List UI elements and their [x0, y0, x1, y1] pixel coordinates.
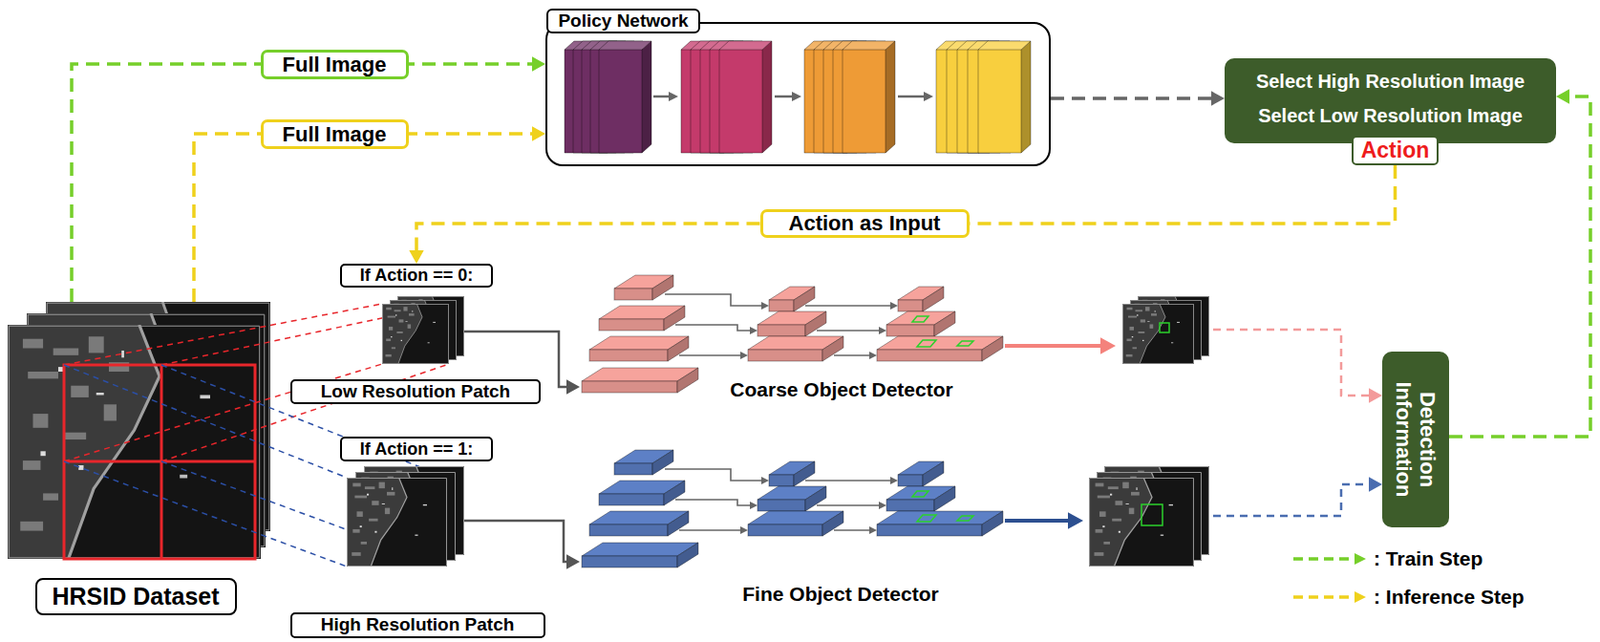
dataset-image-stack [7, 301, 271, 559]
policy-network: Policy Network [545, 21, 1051, 167]
connector-line [1213, 329, 1373, 396]
connector [1004, 476, 1383, 530]
legend-sample [1291, 584, 1368, 610]
node-text: If Action == 1: [349, 438, 484, 460]
connector-line [540, 331, 571, 387]
connector [193, 126, 546, 302]
arrow-head [1067, 512, 1084, 530]
dataset: HRSID Dataset [7, 301, 261, 616]
arrow-head [1100, 337, 1116, 355]
connector [408, 165, 1395, 264]
patch-feed-lines [464, 331, 546, 521]
arrow-head [1556, 88, 1570, 104]
connector-line [71, 64, 536, 302]
condition-box: If Action == 1: [340, 436, 493, 462]
action-box: Action [1351, 135, 1440, 166]
connector [540, 331, 580, 395]
arrow-head [1368, 476, 1383, 491]
coarse-detector: Coarse Object Detector [579, 262, 1005, 404]
node-text: Detection Information [1391, 357, 1441, 522]
node-text: Low Resolution Patch [290, 379, 541, 405]
edge-label: Full Image [260, 119, 409, 150]
edge-label: Action as Input [760, 209, 970, 238]
node-text: Coarse Object Detector [720, 377, 962, 402]
arrow-head [532, 126, 546, 141]
connector [545, 520, 580, 570]
connector-line [1004, 518, 1073, 523]
node-text: Select High Resolution Image [1256, 64, 1525, 99]
node-heading: Policy Network [546, 8, 700, 34]
connector-line [1449, 96, 1591, 437]
policy-layers [564, 41, 1031, 153]
coarse-output-images [1122, 296, 1210, 364]
legend-line [1293, 556, 1357, 561]
fine-output-images [1088, 466, 1210, 567]
legend-line [1293, 595, 1357, 599]
connector-line [1213, 484, 1373, 516]
node-text: High Resolution Patch [290, 612, 546, 639]
connector [1050, 90, 1225, 106]
connector-line [1004, 343, 1106, 348]
action-select-box: Select High Resolution ImageSelect Low R… [1224, 58, 1557, 144]
high-res-patch: High Resolution Patch [290, 466, 546, 639]
connector-line [416, 165, 1396, 255]
node-text: Select Low Resolution Image [1258, 98, 1523, 133]
arrow-head [566, 554, 580, 569]
legend-arrow-head [1354, 591, 1366, 603]
node-text: Action [1361, 137, 1430, 164]
fine-detector: Fine Object Detector [579, 433, 1005, 607]
low-res-patch-images [382, 296, 465, 364]
arrow-head [1211, 90, 1225, 106]
arrow-head [532, 56, 546, 71]
connector-line [193, 133, 536, 302]
connector-line [1050, 96, 1216, 101]
legend-text: : Inference Step [1373, 584, 1525, 610]
arrow-head [566, 379, 580, 394]
arrow-head [408, 250, 424, 264]
legend-sample [1291, 546, 1368, 572]
legend-arrow-head [1354, 553, 1366, 565]
fine-detector-drawing [581, 449, 1003, 568]
patch-grid [64, 364, 256, 559]
coarse-detector-drawing [581, 275, 1003, 393]
node-text: If Action == 0: [349, 265, 484, 286]
low-res-patch: Low Resolution Patch [290, 296, 541, 405]
arrow-head [1368, 387, 1383, 403]
detection-info-box: Detection Information [1382, 351, 1450, 528]
edge-label: Full Image [260, 49, 409, 80]
legend-text: : Train Step [1373, 546, 1483, 572]
connector [71, 56, 546, 302]
node-text: HRSID Dataset [35, 577, 237, 616]
high-res-patch-images [346, 466, 465, 567]
connector [1004, 329, 1383, 404]
node-text: Fine Object Detector [732, 581, 948, 606]
condition-box: If Action == 0: [340, 263, 493, 288]
